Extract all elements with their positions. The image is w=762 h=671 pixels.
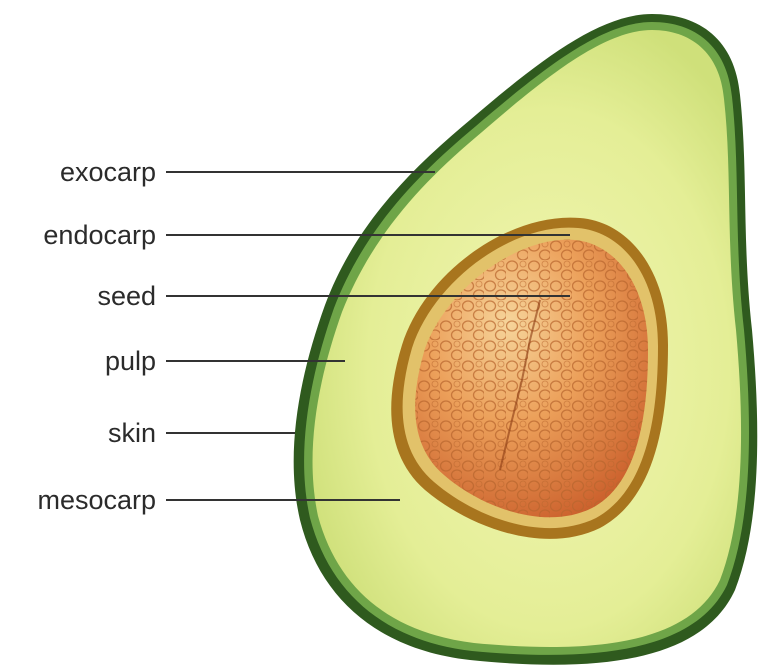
label-seed: seed [6, 280, 156, 312]
label-exocarp: exocarp [6, 156, 156, 188]
label-endocarp: endocarp [6, 219, 156, 251]
label-skin: skin [6, 417, 156, 449]
label-mesocarp: mesocarp [6, 484, 156, 516]
label-pulp: pulp [6, 345, 156, 377]
